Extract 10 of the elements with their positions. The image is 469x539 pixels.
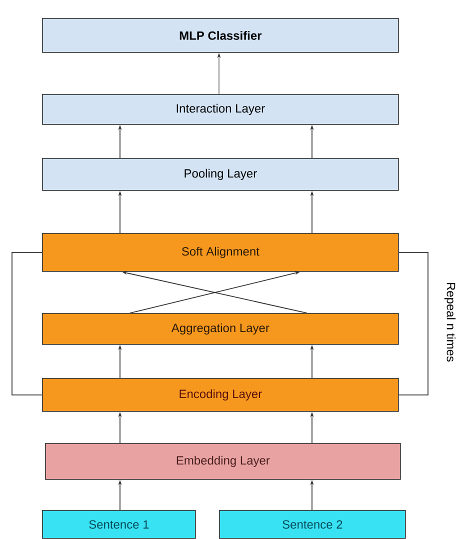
layer-box: Interaction Layer [42, 94, 399, 125]
layer-box: Soft Alignment [42, 233, 399, 272]
layer-box: Aggregation Layer [42, 313, 399, 345]
layer-box: Sentence 2 [219, 510, 406, 539]
side-label: Repeal n times [444, 282, 456, 362]
layer-box: Embedding Layer [45, 443, 401, 480]
layer-box: Sentence 1 [42, 510, 196, 539]
layer-box: Encoding Layer [42, 378, 399, 412]
layer-box: MLP Classifier [42, 18, 399, 53]
layer-box: Pooling Layer [42, 158, 399, 191]
